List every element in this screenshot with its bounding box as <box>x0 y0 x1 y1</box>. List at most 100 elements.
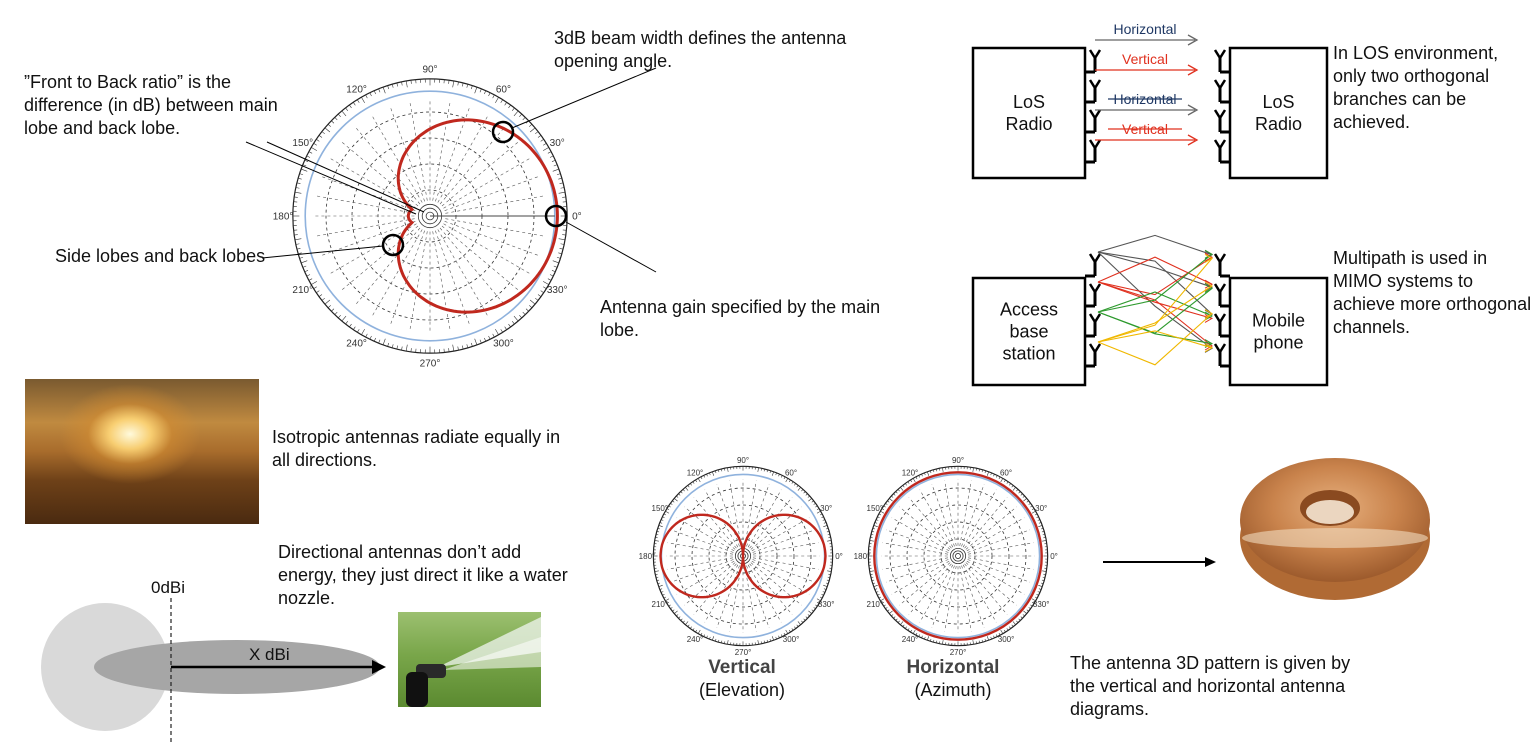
vertical-polar-tick <box>766 469 769 473</box>
main-polar-tick <box>542 147 549 151</box>
horizontal-polar-spoke <box>908 497 952 549</box>
main-polar-tick <box>519 113 522 117</box>
main-polar-spoke <box>439 126 506 205</box>
water-nozzle-photo <box>398 612 541 707</box>
vertical-polar-spoke <box>667 542 734 555</box>
vertical-polar-tick <box>801 489 804 492</box>
vertical-polar-tick <box>794 483 796 486</box>
vertical-polar-tick <box>816 602 820 604</box>
horizontal-polar-tick <box>1042 570 1047 572</box>
horizontal-polar-spoke <box>967 542 1034 555</box>
horizontal-polar-tick <box>869 540 874 542</box>
main-polar-spoke <box>444 175 541 211</box>
horizontal-polar-tick <box>986 471 989 476</box>
main-polar-tick <box>513 110 519 117</box>
horizontal-polar-tick <box>978 468 980 472</box>
main-polar-tick <box>508 323 511 328</box>
main-polar-tick <box>341 315 347 322</box>
horizontal-polar-tick <box>1042 540 1047 542</box>
los-right-antenna-1-head <box>1213 79 1227 91</box>
main-polar-tick <box>474 338 478 345</box>
horizontal-polar-tick <box>1004 629 1006 633</box>
horizontal-polar-tick <box>1026 609 1029 612</box>
mimo-left-antenna-1-head <box>1088 283 1102 295</box>
horizontal-pattern <box>873 471 1043 641</box>
vertical-polar-tick <box>785 629 789 634</box>
main-polar-spoke <box>409 231 428 332</box>
horizontal-polar-tick <box>1023 498 1027 502</box>
main-polar-tick <box>327 305 331 308</box>
main-polar-tick <box>396 345 398 350</box>
main-polar-tick <box>462 345 464 350</box>
mimo-right-antenna-2-head <box>1213 313 1227 325</box>
horizontal-polar-tick <box>986 636 989 641</box>
main-polar-tick <box>535 131 539 135</box>
sunset-photo <box>25 379 259 524</box>
horizontal-polar-tick <box>995 475 998 478</box>
main-polar-spoke <box>441 140 520 207</box>
vertical-polar-tick <box>816 510 821 514</box>
main-polar-tick <box>361 97 365 104</box>
vertical-polar-tick <box>680 491 683 494</box>
main-polar-tick <box>457 346 459 351</box>
main-polar-tick <box>378 339 381 344</box>
main-polar-tick <box>334 311 338 315</box>
main-polar-tick <box>321 297 325 301</box>
vertical-polar-spoke <box>676 517 735 552</box>
main-polar-tick <box>357 329 360 333</box>
vertical-polar-tick <box>807 614 810 617</box>
vertical-polar-tick <box>676 495 679 498</box>
horizontal-polar-tick <box>1006 481 1009 484</box>
main-polar-tick <box>357 99 360 103</box>
main-polar-tick <box>349 104 352 109</box>
los-right-antenna-3-head <box>1213 139 1227 151</box>
mimo-right-antenna-0-head <box>1213 253 1227 265</box>
vertical-polar-tick <box>706 473 708 477</box>
mimo-path <box>1097 251 1213 349</box>
main-polar-tick <box>479 88 482 93</box>
mimo-arrowhead <box>1204 283 1214 293</box>
horizontal-polar-spoke <box>962 489 997 548</box>
main-lobe-pattern <box>396 118 559 314</box>
vertical-polar-angle-label: 60° <box>785 469 797 478</box>
mimo-path <box>1097 256 1213 285</box>
vertical-polar-tick <box>794 626 796 629</box>
horizontal-polar-spoke <box>965 562 1017 606</box>
horizontal-polar-spoke <box>964 563 1008 615</box>
main-polar-tick <box>529 127 536 133</box>
main-polar-tick <box>298 252 302 255</box>
main-polar-tick <box>562 234 566 236</box>
vertical-polar-tick <box>687 624 690 627</box>
main-polar-tick <box>365 94 368 99</box>
main-polar-tick <box>306 274 311 277</box>
mimo-right-antenna-1-head <box>1213 283 1227 295</box>
main-polar-tick <box>313 286 317 289</box>
main-polar-tick <box>369 92 372 97</box>
vertical-polar-spoke <box>744 565 757 632</box>
vertical-polar-spoke <box>750 506 802 550</box>
mimo-left-box-label: base <box>1009 322 1048 342</box>
horizontal-polar-angle-label: 240° <box>902 635 919 644</box>
los-link-label-0: Horizontal <box>1113 21 1176 37</box>
main-polar-tick <box>547 278 552 281</box>
vertical-polar-tick <box>823 588 827 590</box>
main-polar-tick <box>553 265 558 268</box>
horizontal-polar-tick <box>889 610 893 614</box>
main-polar-tick <box>405 344 408 352</box>
horizontal-polar-tick <box>1031 510 1036 514</box>
vertical-polar-tick <box>785 478 789 483</box>
main-polar-tick <box>543 143 547 146</box>
main-polar-tick <box>311 147 318 151</box>
mimo-left-antenna-2-head <box>1088 313 1102 325</box>
horizontal-polar-center-ring <box>952 550 964 562</box>
main-polar-tick <box>529 124 533 127</box>
horizontal-polar-tick <box>1012 487 1016 491</box>
main-polar-tick <box>466 84 469 88</box>
mimo-path <box>1097 251 1213 315</box>
horizontal-polar-tick <box>872 582 876 584</box>
horizontal-polar-spoke <box>967 529 1030 553</box>
vertical-polar-tick <box>695 479 697 483</box>
vertical-polar-tick <box>775 472 777 476</box>
main-polar-tick <box>401 81 403 86</box>
horizontal-polar-grid-ring <box>906 504 1010 608</box>
